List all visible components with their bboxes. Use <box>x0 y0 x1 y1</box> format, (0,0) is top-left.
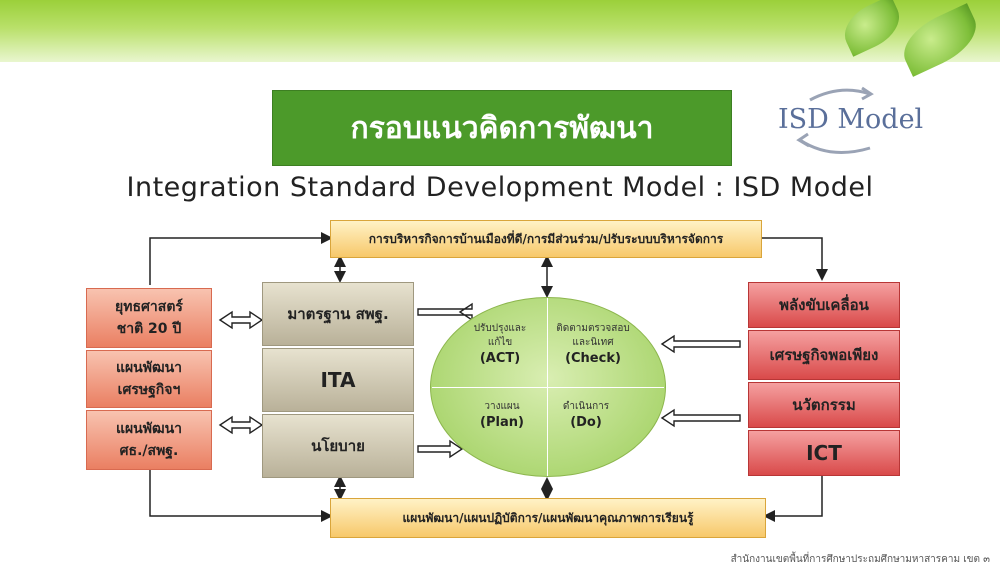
plan-code: (Plan) <box>480 415 524 430</box>
do-label: ดำเนินการ <box>562 401 610 412</box>
footer-credit: สำนักงานเขตพื้นที่การศึกษาประถมศึกษามหาส… <box>730 554 990 565</box>
act-code: (ACT) <box>479 351 521 366</box>
check-code: (Check) <box>565 351 621 366</box>
driving-force-box: พลังขับเคลื่อน <box>748 282 900 328</box>
logo-text: ISD Model <box>778 104 924 135</box>
circle-divider-h <box>432 387 664 388</box>
circle-divider-v <box>547 298 548 476</box>
do-quadrant: ดำเนินการ (Do) <box>556 400 616 432</box>
do-code: (Do) <box>570 415 602 430</box>
innovation-box: นวัตกรรม <box>748 382 900 428</box>
page-title: กรอบแนวคิดการพัฒนา <box>272 90 732 166</box>
subtitle: Integration Standard Development Model :… <box>126 172 874 203</box>
plan-quadrant: วางแผน (Plan) <box>472 400 532 432</box>
plan-label: วางแผน <box>484 401 520 412</box>
economic-plan-box: แผนพัฒนาเศรษฐกิจฯ <box>86 350 212 408</box>
governance-bar: การบริหารกิจการบ้านเมืองที่ดี/การมีส่วนร… <box>330 220 762 258</box>
isd-model-logo <box>796 86 874 154</box>
ict-box: ICT <box>748 430 900 476</box>
top-banner <box>0 0 1000 62</box>
moe-plan-box: แผนพัฒนา ศธ./สพฐ. <box>86 410 212 470</box>
check-label: ติดตามตรวจสอบและนิเทศ <box>556 323 630 348</box>
check-quadrant: ติดตามตรวจสอบและนิเทศ (Check) <box>556 322 630 368</box>
obec-standard-box: มาตรฐาน สพฐ. <box>262 282 414 346</box>
planning-bar: แผนพัฒนา/แผนปฏิบัติการ/แผนพัฒนาคุณภาพการ… <box>330 498 766 538</box>
ita-box: ITA <box>262 348 414 412</box>
national-strategy-box: ยุทธศาสตร์ชาติ 20 ปี <box>86 288 212 348</box>
act-quadrant: ปรับปรุงและแก้ไข (ACT) <box>468 322 532 368</box>
policy-box: นโยบาย <box>262 414 414 478</box>
act-label: ปรับปรุงและแก้ไข <box>473 323 527 348</box>
sufficiency-economy-box: เศรษฐกิจพอเพียง <box>748 330 900 380</box>
